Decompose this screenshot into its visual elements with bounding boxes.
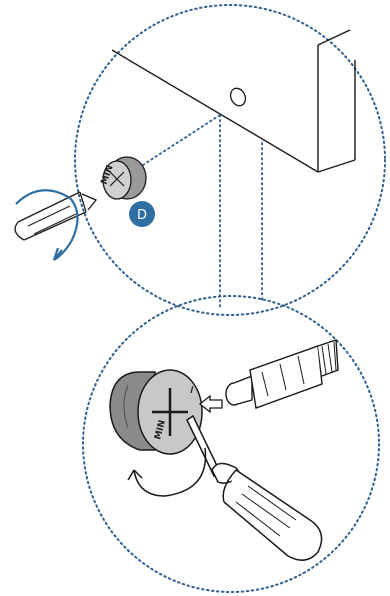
panel-hole [229, 87, 247, 107]
cam-lock-small: MIN [99, 156, 147, 200]
rotation-arrow-large [127, 447, 207, 497]
cam-minus-sign: − [184, 384, 199, 396]
rotation-arrow-small [15, 189, 79, 261]
bottom-magnifier-circle [82, 295, 380, 593]
cam-bolt [225, 339, 339, 409]
step-label: D [137, 208, 147, 223]
cam-lock-large: MIN − + [109, 369, 203, 455]
screwdriver-large [186, 414, 323, 561]
top-magnifier-circle [74, 4, 386, 316]
insertion-arrow [198, 394, 223, 414]
alignment-lines [142, 114, 263, 311]
cabinet-panel [111, 29, 356, 173]
step-badge: D [129, 201, 155, 227]
screwdriver-small [14, 191, 98, 241]
cam-marking-large: MIN [153, 419, 168, 441]
